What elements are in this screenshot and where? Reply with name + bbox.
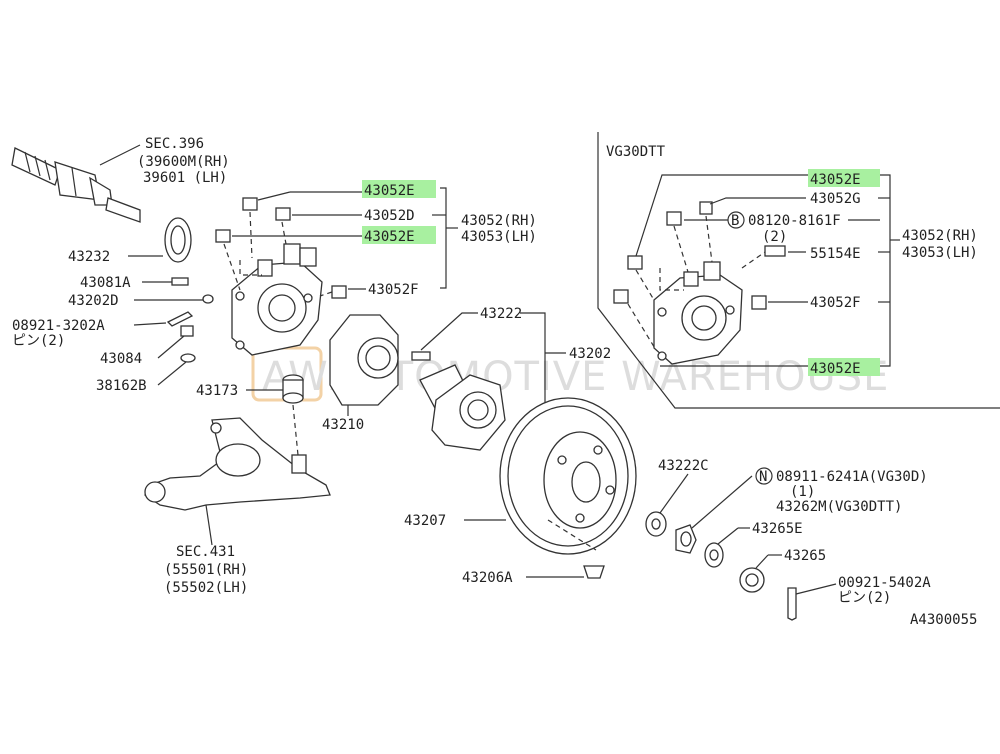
- label-00921: 00921-5402A: [838, 575, 931, 591]
- label-inset-55154e: 55154E: [810, 246, 861, 262]
- label-sec431: SEC.431: [176, 544, 235, 560]
- label-00921-qty: ピン(2): [838, 590, 891, 606]
- label-38162b: 38162B: [96, 378, 147, 394]
- label-08911-qty: (1): [790, 484, 815, 500]
- label-sec431-rh: (55501(RH): [164, 562, 248, 578]
- label-43222c: 43222C: [658, 458, 709, 474]
- label-sec396-rh: (39600M(RH): [137, 154, 230, 170]
- inset-frame: [597, 132, 1000, 409]
- label-43052d: 43052D: [364, 208, 415, 224]
- label-43222: 43222: [480, 306, 522, 322]
- label-43207: 43207: [404, 513, 446, 529]
- label-08921-qty: ピン(2): [12, 333, 65, 349]
- housing-43210: [329, 314, 399, 406]
- label-sec396-lh: 39601 (LH): [143, 170, 227, 186]
- label-08921: 08921-3202A: [12, 318, 105, 334]
- highlight-43052e-1: [362, 180, 436, 198]
- pin-00921: [787, 587, 797, 621]
- washer-38162b: [180, 353, 196, 363]
- brake-disc-43207: [499, 397, 637, 555]
- label-43081a: 43081A: [80, 275, 131, 291]
- label-43262m: 43262M(VG30DTT): [776, 499, 902, 515]
- label-inset-43052-rh: 43052(RH): [902, 228, 978, 244]
- bolt-43206a: [583, 565, 605, 579]
- nuts-43052: [215, 197, 347, 299]
- label-43053-lh: 43053(LH): [461, 229, 537, 245]
- washer-43222c: [645, 511, 667, 537]
- lower-arm-drawing: [144, 417, 331, 511]
- nut-43084: [180, 325, 194, 337]
- driveshaft-drawing: [11, 147, 141, 223]
- label-inset-43052e-1: 43052E: [810, 172, 861, 188]
- label-inset-43053-lh: 43053(LH): [902, 245, 978, 261]
- label-43052e-2: 43052E: [364, 229, 415, 245]
- watermark: AW AUTOMOTIVE WAREHOUSE: [251, 346, 889, 402]
- knuckle-drawing: [231, 243, 323, 356]
- label-43084: 43084: [100, 351, 142, 367]
- label-43052-rh: 43052(RH): [461, 213, 537, 229]
- label-circle-b: B: [731, 213, 739, 229]
- label-sec431-lh: (55502(LH): [164, 580, 248, 596]
- castle-nut-43265: [739, 567, 765, 593]
- label-43052f: 43052F: [368, 282, 419, 298]
- label-inset-43052f: 43052F: [810, 295, 861, 311]
- seal-43232: [164, 217, 192, 263]
- inset-knuckle-drawing: [653, 261, 743, 365]
- highlight-43052e-2: [362, 226, 436, 244]
- label-circle-n: N: [759, 469, 767, 485]
- label-43210: 43210: [322, 417, 364, 433]
- watermark-text: AUTOMOTIVE WAREHOUSE: [330, 354, 889, 400]
- label-43052e-1: 43052E: [364, 183, 415, 199]
- hub-43202: [419, 364, 506, 451]
- bolt-43222: [411, 351, 431, 361]
- label-inset-43052e-2: 43052E: [810, 361, 861, 377]
- washer-43202d: [202, 294, 214, 304]
- label-inset-43052g: 43052G: [810, 191, 861, 207]
- label-ref-code: A4300055: [910, 612, 977, 628]
- label-43265e: 43265E: [752, 521, 803, 537]
- label-inset-08120-qty: (2): [762, 229, 787, 245]
- label-43173: 43173: [196, 383, 238, 399]
- washer-43265e: [704, 542, 724, 568]
- label-08911: 08911-6241A(VG30D): [776, 469, 928, 485]
- label-sec396: SEC.396: [145, 136, 204, 152]
- inset-label: VG30DTT: [606, 144, 666, 160]
- label-43202: 43202: [569, 346, 611, 362]
- label-inset-08120: 08120-8161F: [748, 213, 841, 229]
- label-43206a: 43206A: [462, 570, 513, 586]
- label-43202d: 43202D: [68, 293, 119, 309]
- bolt-43081a: [171, 277, 189, 286]
- nut-43262m: [675, 524, 697, 554]
- inset-nuts: [613, 201, 786, 310]
- highlight-inset-43052e-2: [808, 358, 880, 376]
- bushing-43173: [282, 374, 304, 404]
- label-43232: 43232: [68, 249, 110, 265]
- pin-08921: [166, 311, 194, 327]
- label-43265: 43265: [784, 548, 826, 564]
- highlight-inset-43052e-1: [808, 169, 880, 187]
